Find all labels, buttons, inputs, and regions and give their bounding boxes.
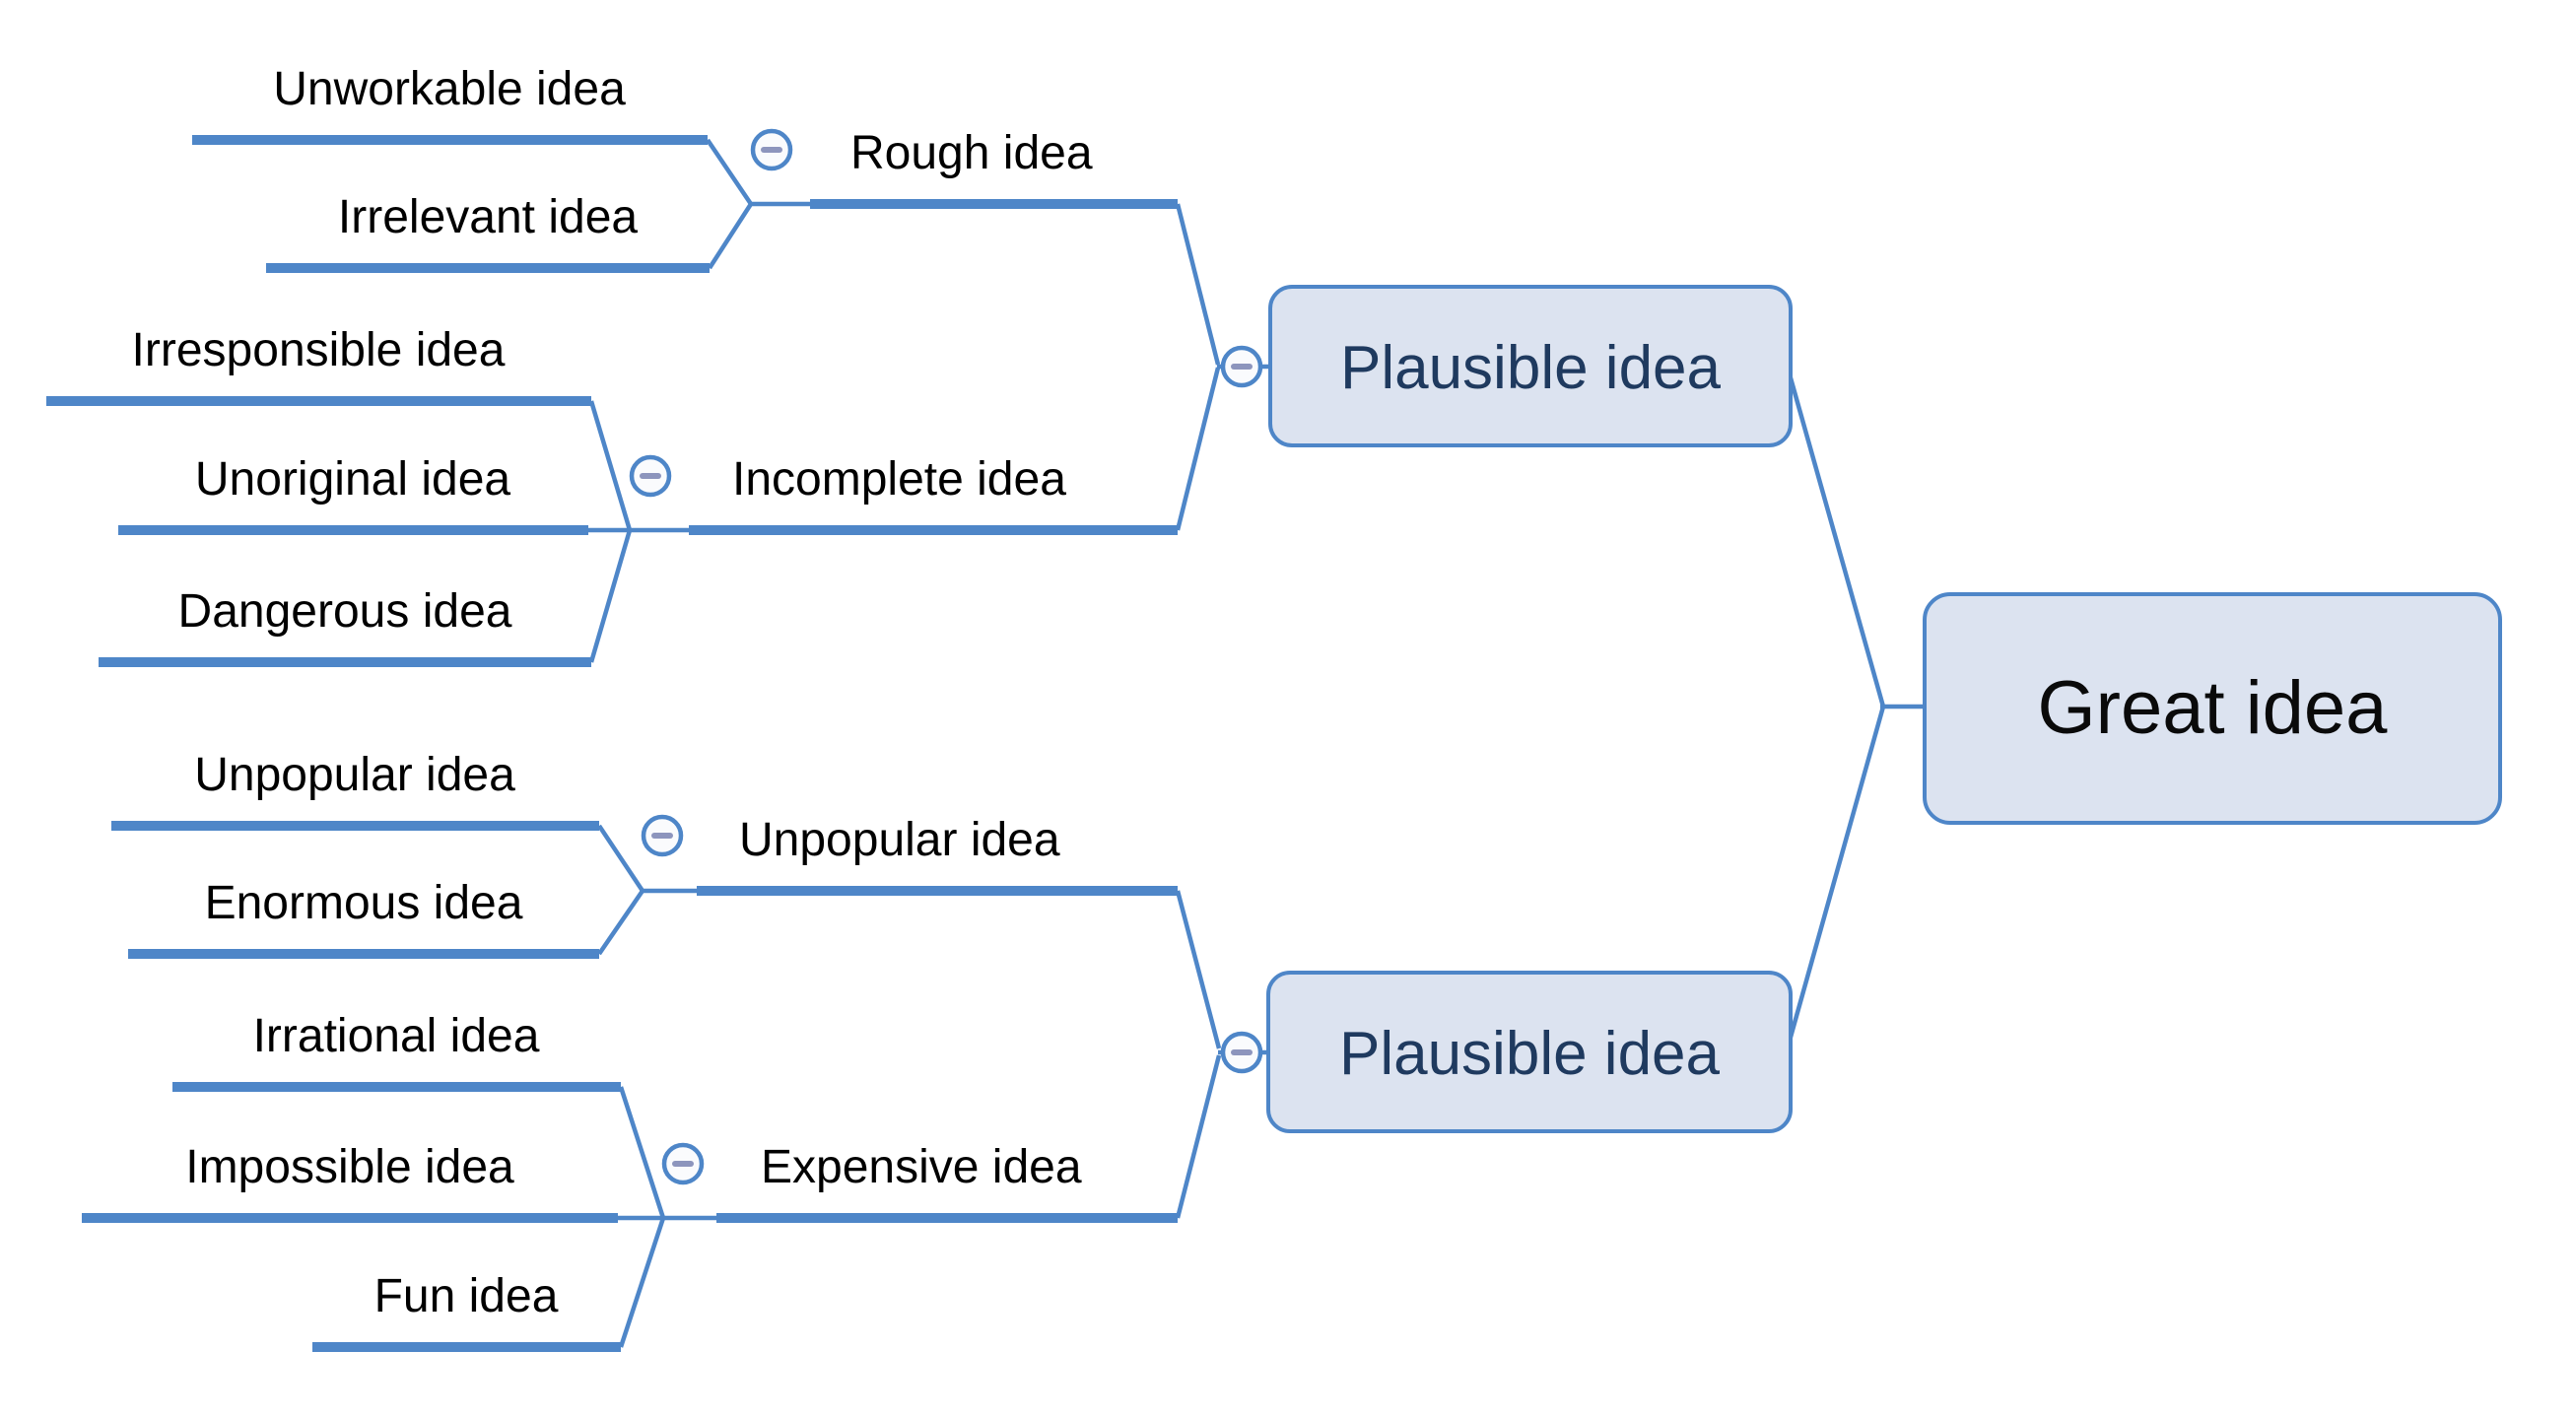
connector-irrational-to-expensive bbox=[618, 1086, 666, 1219]
connector-irresponsible-to-incomplete bbox=[588, 400, 633, 531]
topic-underline bbox=[118, 525, 588, 535]
topic-fun-idea[interactable]: Fun idea bbox=[312, 1270, 621, 1352]
topic-underline bbox=[82, 1213, 618, 1223]
topic-label: Irrational idea bbox=[253, 1010, 540, 1062]
topic-rough-idea[interactable]: Rough idea bbox=[810, 127, 1178, 209]
topic-underline bbox=[689, 525, 1178, 535]
node-box-shape bbox=[1266, 971, 1793, 1133]
topic-great-idea-root[interactable]: Great idea bbox=[1923, 592, 2502, 825]
topic-irresponsible-idea[interactable]: Irresponsible idea bbox=[46, 324, 591, 406]
topic-label: Plausible idea bbox=[1340, 334, 1722, 402]
topic-irrational-idea[interactable]: Irrational idea bbox=[172, 1010, 621, 1092]
topic-label: Unpopular idea bbox=[739, 814, 1060, 866]
topic-unworkable-idea[interactable]: Unworkable idea bbox=[192, 63, 708, 145]
connector-incomplete-to-plausible-top bbox=[1175, 367, 1221, 531]
connector-fun-to-expensive bbox=[618, 1217, 666, 1348]
connector-unworkable-to-rough bbox=[706, 138, 753, 206]
collapse-icon-plausible-idea-bottom[interactable] bbox=[1220, 1031, 1263, 1074]
topic-impossible-idea[interactable]: Impossible idea bbox=[82, 1141, 618, 1223]
minus-icon bbox=[1231, 364, 1253, 370]
connector-plausible-top-to-root bbox=[1787, 373, 1886, 708]
connector-unpopular-to-plausible-bottom bbox=[1175, 890, 1222, 1049]
connector-irrelevant-to-rough bbox=[708, 202, 753, 270]
collapse-icon-plausible-idea-top[interactable] bbox=[1220, 345, 1263, 388]
topic-label: Irrelevant idea bbox=[338, 191, 638, 243]
topic-label: Unoriginal idea bbox=[195, 453, 511, 506]
topic-underline bbox=[312, 1342, 621, 1352]
topic-unpopular-idea-branch[interactable]: Unpopular idea bbox=[697, 814, 1178, 896]
topic-label: Unpopular idea bbox=[194, 749, 515, 801]
topic-underline bbox=[46, 396, 591, 406]
topic-underline bbox=[128, 949, 599, 959]
topic-dangerous-idea[interactable]: Dangerous idea bbox=[99, 585, 591, 667]
minus-icon bbox=[672, 1161, 694, 1167]
minus-icon bbox=[1231, 1049, 1253, 1055]
topic-underline bbox=[99, 657, 591, 667]
connector-dangerous-to-incomplete bbox=[588, 529, 633, 663]
topic-irrelevant-idea[interactable]: Irrelevant idea bbox=[266, 191, 710, 273]
topic-label: Rough idea bbox=[850, 127, 1093, 179]
minus-icon bbox=[651, 833, 673, 839]
topic-underline bbox=[172, 1082, 621, 1092]
topic-underline bbox=[697, 886, 1178, 896]
topic-underline bbox=[810, 199, 1178, 209]
topic-plausible-idea-top[interactable]: Plausible idea bbox=[1268, 285, 1793, 447]
topic-plausible-idea-bottom[interactable]: Plausible idea bbox=[1266, 971, 1793, 1133]
topic-label: Incomplete idea bbox=[732, 453, 1066, 506]
topic-enormous-idea[interactable]: Enormous idea bbox=[128, 877, 599, 959]
topic-label: Enormous idea bbox=[205, 877, 523, 929]
topic-incomplete-idea[interactable]: Incomplete idea bbox=[689, 453, 1178, 535]
topic-label: Dangerous idea bbox=[178, 585, 512, 638]
topic-label: Unworkable idea bbox=[273, 63, 626, 115]
topic-unoriginal-idea[interactable]: Unoriginal idea bbox=[118, 453, 588, 535]
topic-expensive-idea[interactable]: Expensive idea bbox=[716, 1141, 1178, 1223]
node-box-shape bbox=[1268, 285, 1793, 447]
minus-icon bbox=[640, 473, 661, 479]
topic-underline bbox=[192, 135, 708, 145]
topic-label: Great idea bbox=[2038, 666, 2389, 750]
topic-label: Expensive idea bbox=[761, 1141, 1082, 1193]
connector-expensive-to-plausible-bottom bbox=[1175, 1054, 1222, 1219]
connector-rough-to-plausible-top bbox=[1175, 203, 1221, 366]
connector-enormous-to-unpopular bbox=[597, 889, 644, 956]
topic-label: Fun idea bbox=[374, 1270, 559, 1322]
collapse-icon-unpopular-idea[interactable] bbox=[641, 814, 684, 857]
topic-unpopular-idea-leaf[interactable]: Unpopular idea bbox=[111, 749, 599, 831]
topic-label: Impossible idea bbox=[185, 1141, 514, 1193]
topic-underline bbox=[716, 1213, 1178, 1223]
topic-label: Irresponsible idea bbox=[132, 324, 506, 376]
collapse-icon-rough-idea[interactable] bbox=[750, 128, 793, 171]
connector-plausible-bottom-to-root bbox=[1787, 706, 1886, 1042]
connector-unpopular-leaf-to-unpopular bbox=[597, 824, 644, 893]
topic-underline bbox=[266, 263, 710, 273]
collapse-icon-incomplete-idea[interactable] bbox=[629, 454, 672, 498]
topic-label: Plausible idea bbox=[1339, 1020, 1721, 1088]
minus-icon bbox=[761, 147, 782, 153]
topic-underline bbox=[111, 821, 599, 831]
collapse-icon-expensive-idea[interactable] bbox=[661, 1142, 705, 1185]
node-box-shape bbox=[1923, 592, 2502, 825]
